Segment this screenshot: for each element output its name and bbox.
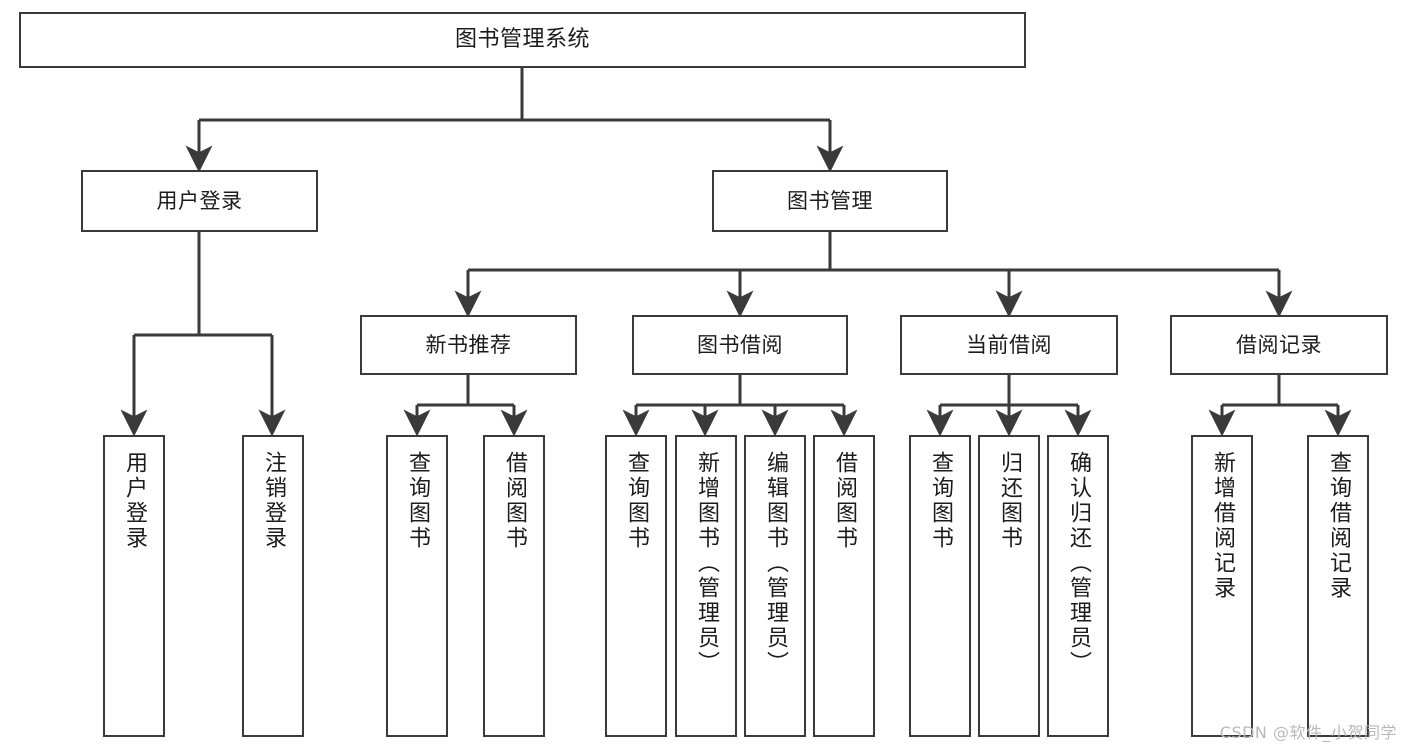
leaf-current-borrow-query-book[interactable]: 查询图书 (909, 435, 971, 737)
node-label: 查询图书 (624, 451, 649, 551)
leaf-book-borrow-query-book[interactable]: 查询图书 (605, 435, 667, 737)
leaf-user-login-logout[interactable]: 注销登录 (242, 435, 304, 737)
node-label: 用户登录 (156, 188, 243, 213)
node-label: 编辑图书（管理员） (763, 451, 788, 676)
leaf-borrow-record-query-record[interactable]: 查询借阅记录 (1307, 435, 1369, 737)
node-label: 注销登录 (261, 451, 286, 551)
node-label: 图书管理 (787, 188, 873, 213)
leaf-user-login-login[interactable]: 用户登录 (103, 435, 165, 737)
watermark-csdn: CSDN @软件_小贺同学 (1219, 723, 1397, 742)
leaf-borrow-record-add-record[interactable]: 新增借阅记录 (1191, 435, 1253, 737)
leaf-book-borrow-edit-book-admin[interactable]: 编辑图书（管理员） (744, 435, 806, 737)
node-label: 借阅记录 (1236, 332, 1322, 357)
node-label: 新增图书（管理员） (694, 451, 719, 676)
node-label: 图书借阅 (697, 332, 783, 357)
node-root-book-management-system[interactable]: 图书管理系统 (19, 12, 1026, 68)
node-label: 借阅图书 (502, 451, 527, 551)
node-label: 归还图书 (997, 451, 1022, 551)
leaf-book-borrow-borrow-book[interactable]: 借阅图书 (813, 435, 875, 737)
leaf-current-borrow-confirm-return-admin[interactable]: 确认归还（管理员） (1047, 435, 1109, 737)
node-label: 借阅图书 (832, 451, 857, 551)
node-book-borrow[interactable]: 图书借阅 (632, 315, 848, 375)
node-borrow-record[interactable]: 借阅记录 (1170, 315, 1388, 375)
leaf-new-book-borrow-book[interactable]: 借阅图书 (483, 435, 545, 737)
node-label: 查询图书 (405, 451, 430, 551)
node-label: 查询借阅记录 (1326, 451, 1351, 601)
node-label: 图书管理系统 (454, 27, 590, 53)
leaf-book-borrow-add-book-admin[interactable]: 新增图书（管理员） (675, 435, 737, 737)
node-current-borrow[interactable]: 当前借阅 (900, 315, 1118, 375)
node-user-login[interactable]: 用户登录 (81, 170, 318, 232)
node-new-book-recommend[interactable]: 新书推荐 (360, 315, 577, 375)
node-label: 确认归还（管理员） (1066, 451, 1091, 676)
node-label: 当前借阅 (966, 332, 1052, 357)
leaf-new-book-query-book[interactable]: 查询图书 (386, 435, 448, 737)
leaf-current-borrow-return-book[interactable]: 归还图书 (978, 435, 1040, 737)
node-label: 用户登录 (122, 451, 147, 551)
node-label: 新书推荐 (425, 332, 512, 357)
node-label: 新增借阅记录 (1210, 451, 1235, 601)
node-label: 查询图书 (928, 451, 953, 551)
node-book-management[interactable]: 图书管理 (712, 170, 948, 232)
